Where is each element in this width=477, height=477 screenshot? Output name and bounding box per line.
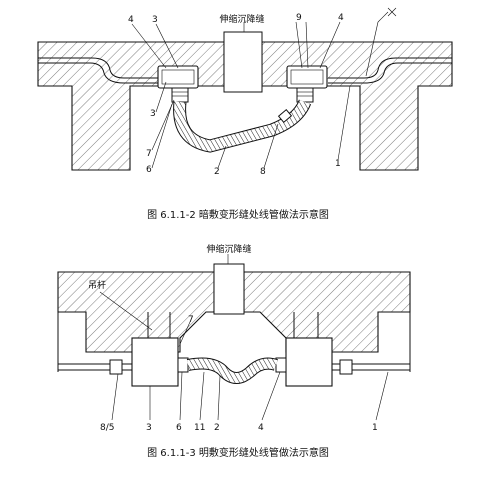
- part-label: 8/5: [100, 423, 114, 433]
- junction-box-left-1: [157, 65, 199, 89]
- conduit-left-1b: [38, 62, 160, 84]
- part-label: 4: [338, 13, 344, 23]
- part-label: 8: [260, 167, 266, 177]
- part-label: 4: [258, 423, 264, 433]
- connector-left-2: [109, 359, 123, 375]
- part-label: 1: [372, 423, 378, 433]
- diagram-surface: 吊杆 伸缩沉降缝 7 8/5 3 6 11 2 4 1 图 6.1.1-3 明敷…: [57, 243, 411, 459]
- junction-box-left-inner-1: [161, 69, 195, 85]
- part-label: 6: [146, 165, 152, 175]
- part-label: 7: [188, 315, 194, 325]
- part-label: 3: [146, 423, 152, 433]
- connector-right-2: [339, 359, 353, 375]
- slab-left-1: [37, 41, 225, 171]
- part-label: 2: [214, 423, 220, 433]
- surface-conduit-2: [58, 363, 410, 371]
- leaders-2: [99, 254, 389, 421]
- junction-box-right-2: [285, 337, 333, 387]
- joint-label-2: 伸缩沉降缝: [206, 243, 251, 255]
- joint-label-1: 伸缩沉降缝: [219, 13, 264, 25]
- junction-box-right-inner-1: [290, 69, 324, 85]
- part-label: 7: [146, 149, 152, 159]
- part-label: 3: [150, 109, 156, 119]
- diagram-concealed: 伸缩沉降缝 4 3 9 4 3 7 6 2 8 1 图 6.1.1-2 暗敷变形…: [37, 7, 453, 221]
- junction-box-right-1: [286, 65, 328, 89]
- conduit-right-1: [328, 57, 452, 79]
- joint-gap-1: [223, 31, 263, 93]
- part-label: 6: [176, 423, 182, 433]
- connector-left-1: [171, 87, 189, 103]
- hanger-label-2: 吊杆: [88, 279, 106, 291]
- part-label: 9: [296, 13, 302, 23]
- conduit-right-1b: [328, 62, 452, 84]
- part-label: 4: [128, 15, 134, 25]
- caption-2: 图 6.1.1-3 明敷变形缝处线管做法示意图: [147, 446, 329, 459]
- conduit-left-1: [38, 57, 160, 79]
- caption-1: 图 6.1.1-2 暗敷变形缝处线管做法示意图: [147, 208, 329, 221]
- joint-gap-2: [213, 263, 245, 315]
- clamp-1: [277, 109, 293, 123]
- leaders-1: [131, 7, 397, 169]
- hanger-rods-2: [147, 312, 319, 338]
- part-label: 2: [214, 167, 220, 177]
- junction-box-left-2: [131, 337, 179, 387]
- slab-right-1: [261, 41, 453, 171]
- part-label: 3: [152, 15, 158, 25]
- part-label: 11: [194, 423, 205, 433]
- flex-fitting-left-2: [177, 357, 189, 373]
- part-label: 1: [335, 159, 341, 169]
